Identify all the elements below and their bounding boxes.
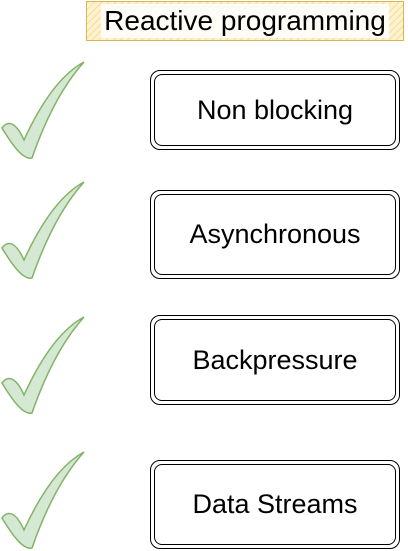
checkmark-icon [1,181,85,279]
feature-box-inner: Backpressure [154,319,396,401]
feature-box-inner: Non blocking [154,74,396,146]
feature-label: Data Streams [192,489,358,519]
feature-box: Backpressure [150,315,400,405]
diagram-title-box: Reactive programming [86,1,404,41]
feature-box: Data Streams [150,460,400,549]
feature-label: Asynchronous [189,219,361,249]
checkmark-icon [1,316,85,414]
feature-label: Non blocking [196,94,354,125]
feature-box-inner: Data Streams [154,464,396,545]
checkmark-icon [1,61,85,159]
feature-box: Non blocking [150,70,400,150]
checkmark-icon [1,451,85,549]
feature-box-inner: Asynchronous [154,194,396,275]
diagram-title: Reactive programming [101,4,389,38]
feature-label: Backpressure [192,344,358,375]
feature-box: Asynchronous [150,190,400,279]
